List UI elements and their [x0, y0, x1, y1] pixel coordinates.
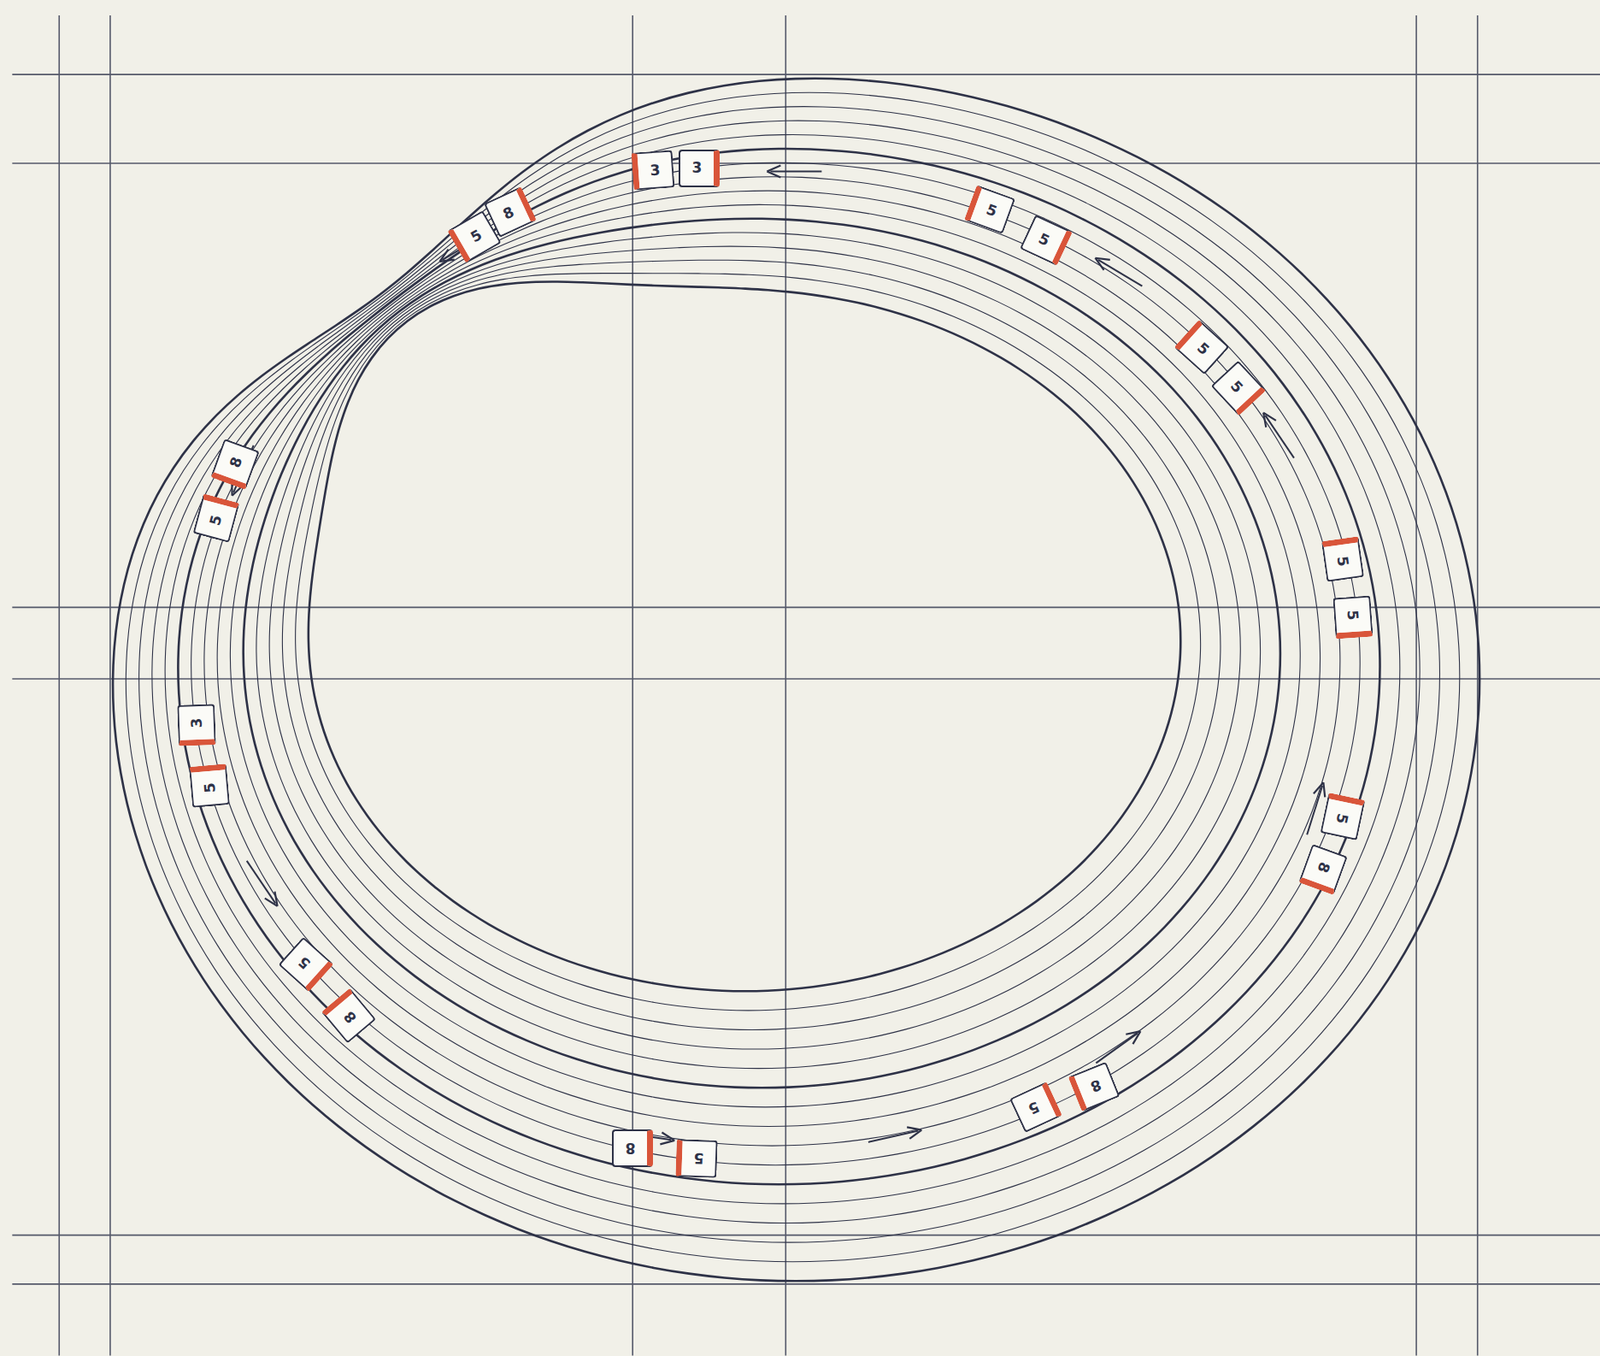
- arrow-head: [1313, 782, 1325, 797]
- grid-line: [784, 15, 787, 1356]
- arrow-head: [659, 1132, 675, 1145]
- track-line: [125, 92, 1459, 1261]
- car-number: 5: [1194, 339, 1212, 358]
- train-car: 8: [1067, 1061, 1120, 1112]
- track-line: [152, 120, 1420, 1223]
- train-car: 5: [1019, 213, 1073, 265]
- track-line: [164, 135, 1400, 1204]
- car-number: 5: [1334, 811, 1351, 825]
- arrow-head: [264, 891, 278, 906]
- car-number: 5: [207, 513, 224, 528]
- direction-arrows: [231, 165, 1325, 1145]
- arrow-line: [247, 860, 277, 904]
- arrow-head: [439, 249, 454, 262]
- car-number: 8: [625, 1141, 636, 1156]
- track-line: [112, 78, 1480, 1282]
- track-line: [269, 246, 1241, 1049]
- track-line: [177, 148, 1380, 1184]
- grid-line: [58, 15, 60, 1356]
- track-line: [217, 190, 1320, 1126]
- train-car: 8: [210, 438, 260, 490]
- train-car: 5: [1320, 792, 1366, 841]
- car-number: 8: [500, 204, 517, 222]
- track-line: [139, 106, 1441, 1242]
- arrow-line: [868, 1129, 918, 1142]
- train-car: 8: [611, 1129, 653, 1167]
- grid-line: [11, 677, 1600, 680]
- arrow-head: [1263, 412, 1277, 428]
- train-car: 5: [193, 494, 241, 544]
- track-line: [295, 273, 1201, 1011]
- train-car: 5: [964, 184, 1016, 235]
- car-number: 5: [1345, 609, 1361, 621]
- train-car: 5: [1009, 1081, 1063, 1133]
- track-line: [308, 282, 1181, 992]
- grid-lines: [11, 15, 1600, 1356]
- car-number: 8: [226, 454, 244, 470]
- train-car: 5: [1332, 595, 1373, 640]
- grid-line: [1476, 15, 1479, 1356]
- car-number: 5: [1026, 1099, 1042, 1117]
- car-number: 8: [1315, 859, 1333, 875]
- train-car: 8: [321, 987, 377, 1043]
- car-number: 3: [691, 160, 702, 176]
- arrow-head: [1094, 258, 1110, 271]
- car-number: 5: [201, 782, 218, 794]
- train-car: 5: [278, 936, 335, 993]
- car-number: 5: [468, 226, 485, 245]
- car-number: 5: [984, 201, 1000, 219]
- arrow-head: [1125, 1030, 1141, 1044]
- train-car: 5: [1174, 318, 1230, 375]
- track-line: [256, 232, 1261, 1069]
- train-car: 3: [678, 149, 720, 188]
- track-line: [229, 204, 1300, 1106]
- car-number: 5: [1228, 377, 1247, 395]
- car-number: 5: [1335, 555, 1351, 568]
- train-car: 5: [188, 763, 230, 808]
- arrow-head: [766, 165, 781, 178]
- track-line: [282, 259, 1221, 1030]
- arrow-head: [906, 1126, 922, 1139]
- grid-line: [11, 73, 1600, 76]
- track-band: [112, 78, 1480, 1282]
- train-car: 3: [177, 703, 218, 747]
- grid-line: [1415, 15, 1418, 1356]
- car-number: 8: [341, 1008, 360, 1026]
- grid-line: [11, 1234, 1600, 1236]
- train-car: 5: [676, 1138, 719, 1178]
- grid-line: [11, 1282, 1600, 1285]
- grid-line: [109, 15, 112, 1356]
- train-car: 3: [631, 150, 676, 191]
- train-car: 8: [1299, 843, 1349, 895]
- car-number: 3: [649, 162, 661, 178]
- train-car: 5: [1321, 535, 1365, 583]
- arrow-line: [1095, 1032, 1138, 1063]
- car-number: 5: [295, 953, 313, 972]
- arrow-line: [1098, 259, 1143, 287]
- track-line: [243, 218, 1281, 1089]
- train-car: 5: [1211, 359, 1267, 416]
- arrow-line: [1264, 415, 1295, 459]
- track-line: [191, 162, 1361, 1165]
- car-number: 5: [694, 1150, 705, 1165]
- car-number: 8: [1088, 1076, 1103, 1095]
- arrow-line: [770, 170, 822, 173]
- car-number: 3: [189, 717, 205, 728]
- car-number: 5: [1035, 229, 1052, 248]
- track-line: [204, 176, 1341, 1146]
